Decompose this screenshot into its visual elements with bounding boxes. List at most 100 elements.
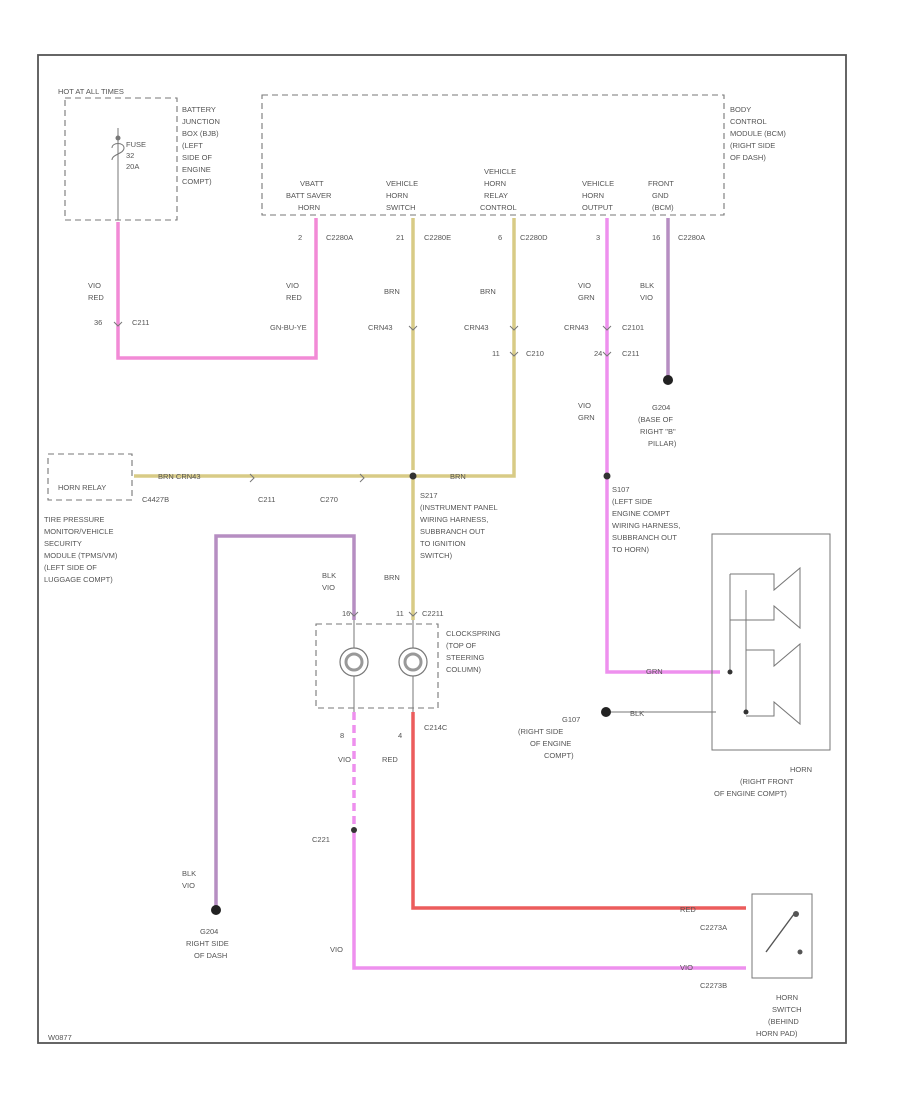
bcm-pin-hout-1: HORN [582, 191, 604, 200]
bcm-conn-3: C2280A [678, 233, 705, 242]
horn-outline [711, 533, 831, 751]
horn-node-b [743, 709, 749, 715]
clockspring-outline [315, 623, 439, 709]
conn-c2211: C2211 [422, 609, 444, 618]
splice-s107 [603, 472, 611, 480]
lbl-vio-red-right-0: VIO [286, 281, 299, 290]
bcm-pin-vbatt-0: VBATT [300, 179, 324, 188]
tpms-label-0: TIRE PRESSURE [44, 515, 104, 524]
bcm-loc-3: (RIGHT SIDE [730, 141, 775, 150]
lbl-brn-long: BRN CRN43 [158, 472, 201, 481]
horn-relay-module: HORN RELAY TIRE PRESSURE MONITOR/VEHICLE… [44, 453, 133, 584]
bcm-outline [261, 94, 725, 216]
horn-speaker-top [730, 566, 801, 630]
horn-speaker-bottom [746, 642, 801, 726]
splice-g204 [351, 827, 357, 833]
conn-pin-16: 16 [342, 609, 350, 618]
g107-3: COMPT) [544, 751, 574, 760]
g107-2: OF ENGINE [530, 739, 571, 748]
lbl-blk-gnd-0: BLK [182, 869, 196, 878]
wire-red-horn-switch [411, 712, 746, 910]
lbl-red-switch: RED [680, 905, 696, 914]
bcm-conn-2: C2280D [520, 233, 548, 242]
clockspring-coil-left [339, 647, 369, 677]
bcm-pin-gnd-1: GND [652, 191, 669, 200]
bcm-loc-4: OF DASH) [730, 153, 766, 162]
s107-1: (LEFT SIDE [612, 497, 652, 506]
horn-relay-outline [47, 453, 133, 501]
fuse-symbol [111, 143, 125, 161]
bjb-loc-6: COMPT) [182, 177, 212, 186]
conn-c214c: C214C [424, 723, 448, 732]
bcm-loc-1: CONTROL [730, 117, 767, 126]
bcm-conn-1: C2280E [424, 233, 451, 242]
wire-vio-grn-horn [605, 218, 720, 674]
horn-node-a [727, 669, 733, 675]
wire-vio-red [116, 218, 318, 360]
lbl-vio-red-left-0: VIO [88, 281, 101, 290]
s217-5: SWITCH) [420, 551, 453, 560]
lbl-vio-bottom: VIO [330, 945, 343, 954]
clockspring-coil-left-inner [344, 652, 364, 672]
bcm-pin-vbatt-1: BATT SAVER [286, 191, 332, 200]
bcm-pin-hsw-2: SWITCH [386, 203, 416, 212]
splice-s217 [409, 472, 417, 480]
wire-vio-horn-switch [352, 830, 746, 970]
bjb-loc-4: SIDE OF [182, 153, 212, 162]
lbl-blk-vio-0: BLK [640, 281, 654, 290]
conn-c221: C221 [312, 835, 330, 844]
lbl-blk-vio-1: VIO [640, 293, 653, 302]
bcm-conn-0: C2280A [326, 233, 353, 242]
s217-2: WIRING HARNESS, [420, 515, 488, 524]
bcm-pin-hsw-0: VEHICLE [386, 179, 418, 188]
lbl-brn-splice: BRN [450, 472, 466, 481]
lbl-brn-b: BRN [480, 287, 496, 296]
lbl-brn-a: BRN [384, 287, 400, 296]
s107-3: WIRING HARNESS, [612, 521, 680, 530]
g204-top-0: G204 [652, 403, 670, 412]
conn-pin-36: 36 [94, 318, 102, 327]
bcm-pin-hout-0: VEHICLE [582, 179, 614, 188]
lbl-blk-vio-cs-0: BLK [322, 571, 336, 580]
horn-label-0: HORN [790, 765, 812, 774]
bcm-pin-num-0: 2 [298, 233, 302, 242]
bjb-loc-5: ENGINE [182, 165, 211, 174]
conn-c211-right: C211 [622, 349, 639, 358]
hsw-label-1: SWITCH [772, 1005, 802, 1014]
conn-crn43-c: CRN43 [564, 323, 589, 332]
tpms-label-4: (LEFT SIDE OF [44, 563, 97, 572]
bcm-pin-num-3: 3 [596, 233, 600, 242]
g204-top-2: RIGHT "B" [640, 427, 676, 436]
s217-1: (INSTRUMENT PANEL [420, 503, 498, 512]
horn-switch: HORN SWITCH (BEHIND HORN PAD) [751, 893, 813, 1038]
lbl-blk-vio-cs-1: VIO [322, 583, 335, 592]
bjb-loc-2: BOX (BJB) [182, 129, 219, 138]
bcm-pin-gnd-2: (BCM) [652, 203, 674, 212]
ground-g204-top [663, 375, 673, 385]
conn-c2101: C2101 [622, 323, 644, 332]
battery-junction-box: HOT AT ALL TIMES FUSE 32 20A BATTERY JUN… [58, 87, 220, 221]
g204-bottom-2: OF DASH [194, 951, 227, 960]
lbl-vio-red-right-1: RED [286, 293, 302, 302]
wire-brn-from-bcm-6 [413, 218, 516, 478]
conn-pin-24: 24 [594, 349, 602, 358]
s107-0: S107 [612, 485, 630, 494]
horn-label-2: OF ENGINE COMPT) [714, 789, 787, 798]
wire-blk-vio-clockspring-gnd [214, 534, 356, 908]
fuse-label-2: 20A [126, 162, 139, 171]
conn-c270: C270 [320, 495, 338, 504]
conn-c210: C210 [526, 349, 544, 358]
hot-at-all-times-label: HOT AT ALL TIMES [58, 87, 124, 96]
tpms-label-1: MONITOR/VEHICLE [44, 527, 113, 536]
fuse-label-1: 32 [126, 151, 134, 160]
lbl-vio: VIO [338, 755, 351, 764]
fuse-top-dot [115, 135, 121, 141]
g204-top-3: PILLAR) [648, 439, 677, 448]
ground-g204-bottom [211, 905, 221, 915]
bcm-pin-hrly-0: VEHICLE [484, 167, 516, 176]
clockspring: CLOCKSPRING (TOP OF STEERING COLUMN) [315, 620, 501, 712]
conn-c211-left: C211 [132, 318, 149, 327]
bcm-pin-vbatt-2: HORN [298, 203, 320, 212]
bcm-pin-hrly-2: RELAY [484, 191, 508, 200]
